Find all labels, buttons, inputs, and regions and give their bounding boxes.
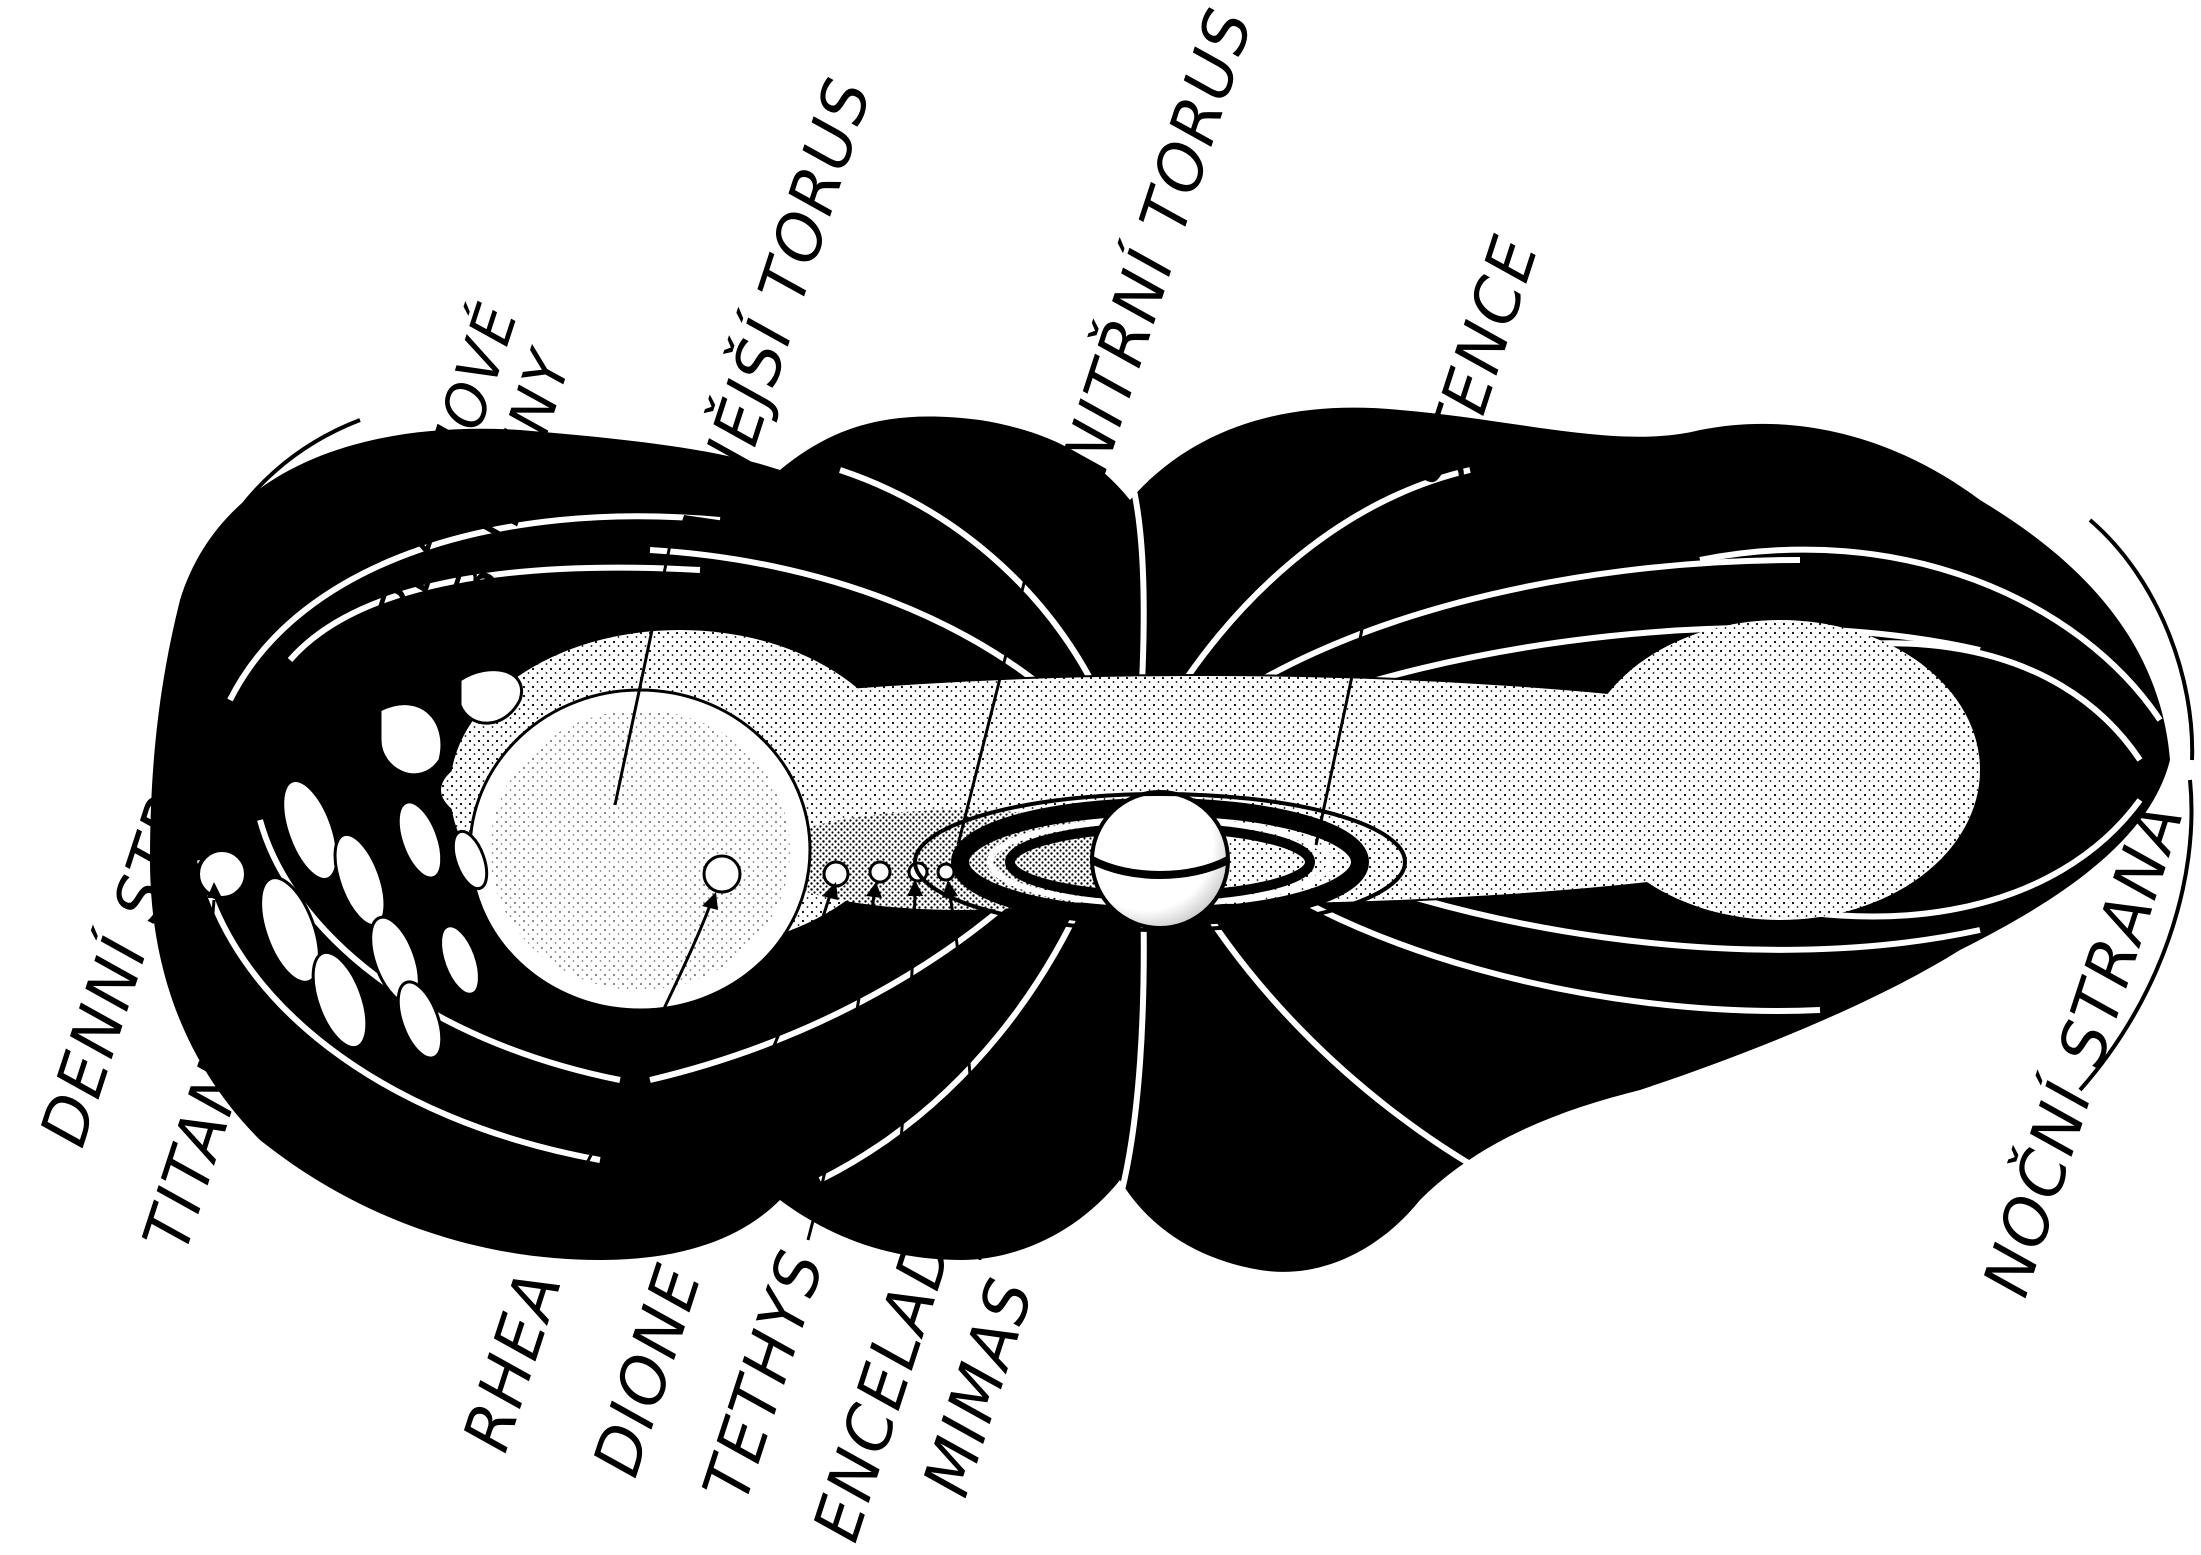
magnetopause-boundary <box>181 418 2195 1162</box>
leader-lines <box>203 479 1382 1261</box>
tethys-moon <box>868 860 892 884</box>
label-rhea: RHEA <box>450 1261 577 1460</box>
titan-moon <box>196 848 248 900</box>
label-titan: TITAN <box>130 1054 260 1260</box>
plasma-bubbles <box>259 668 524 1060</box>
outer-torus-region <box>468 688 812 1012</box>
inner-moons <box>702 854 956 894</box>
label-dione: DIONE <box>580 1256 717 1485</box>
rhea-moon <box>702 854 742 894</box>
saturn-planet <box>913 790 1407 932</box>
